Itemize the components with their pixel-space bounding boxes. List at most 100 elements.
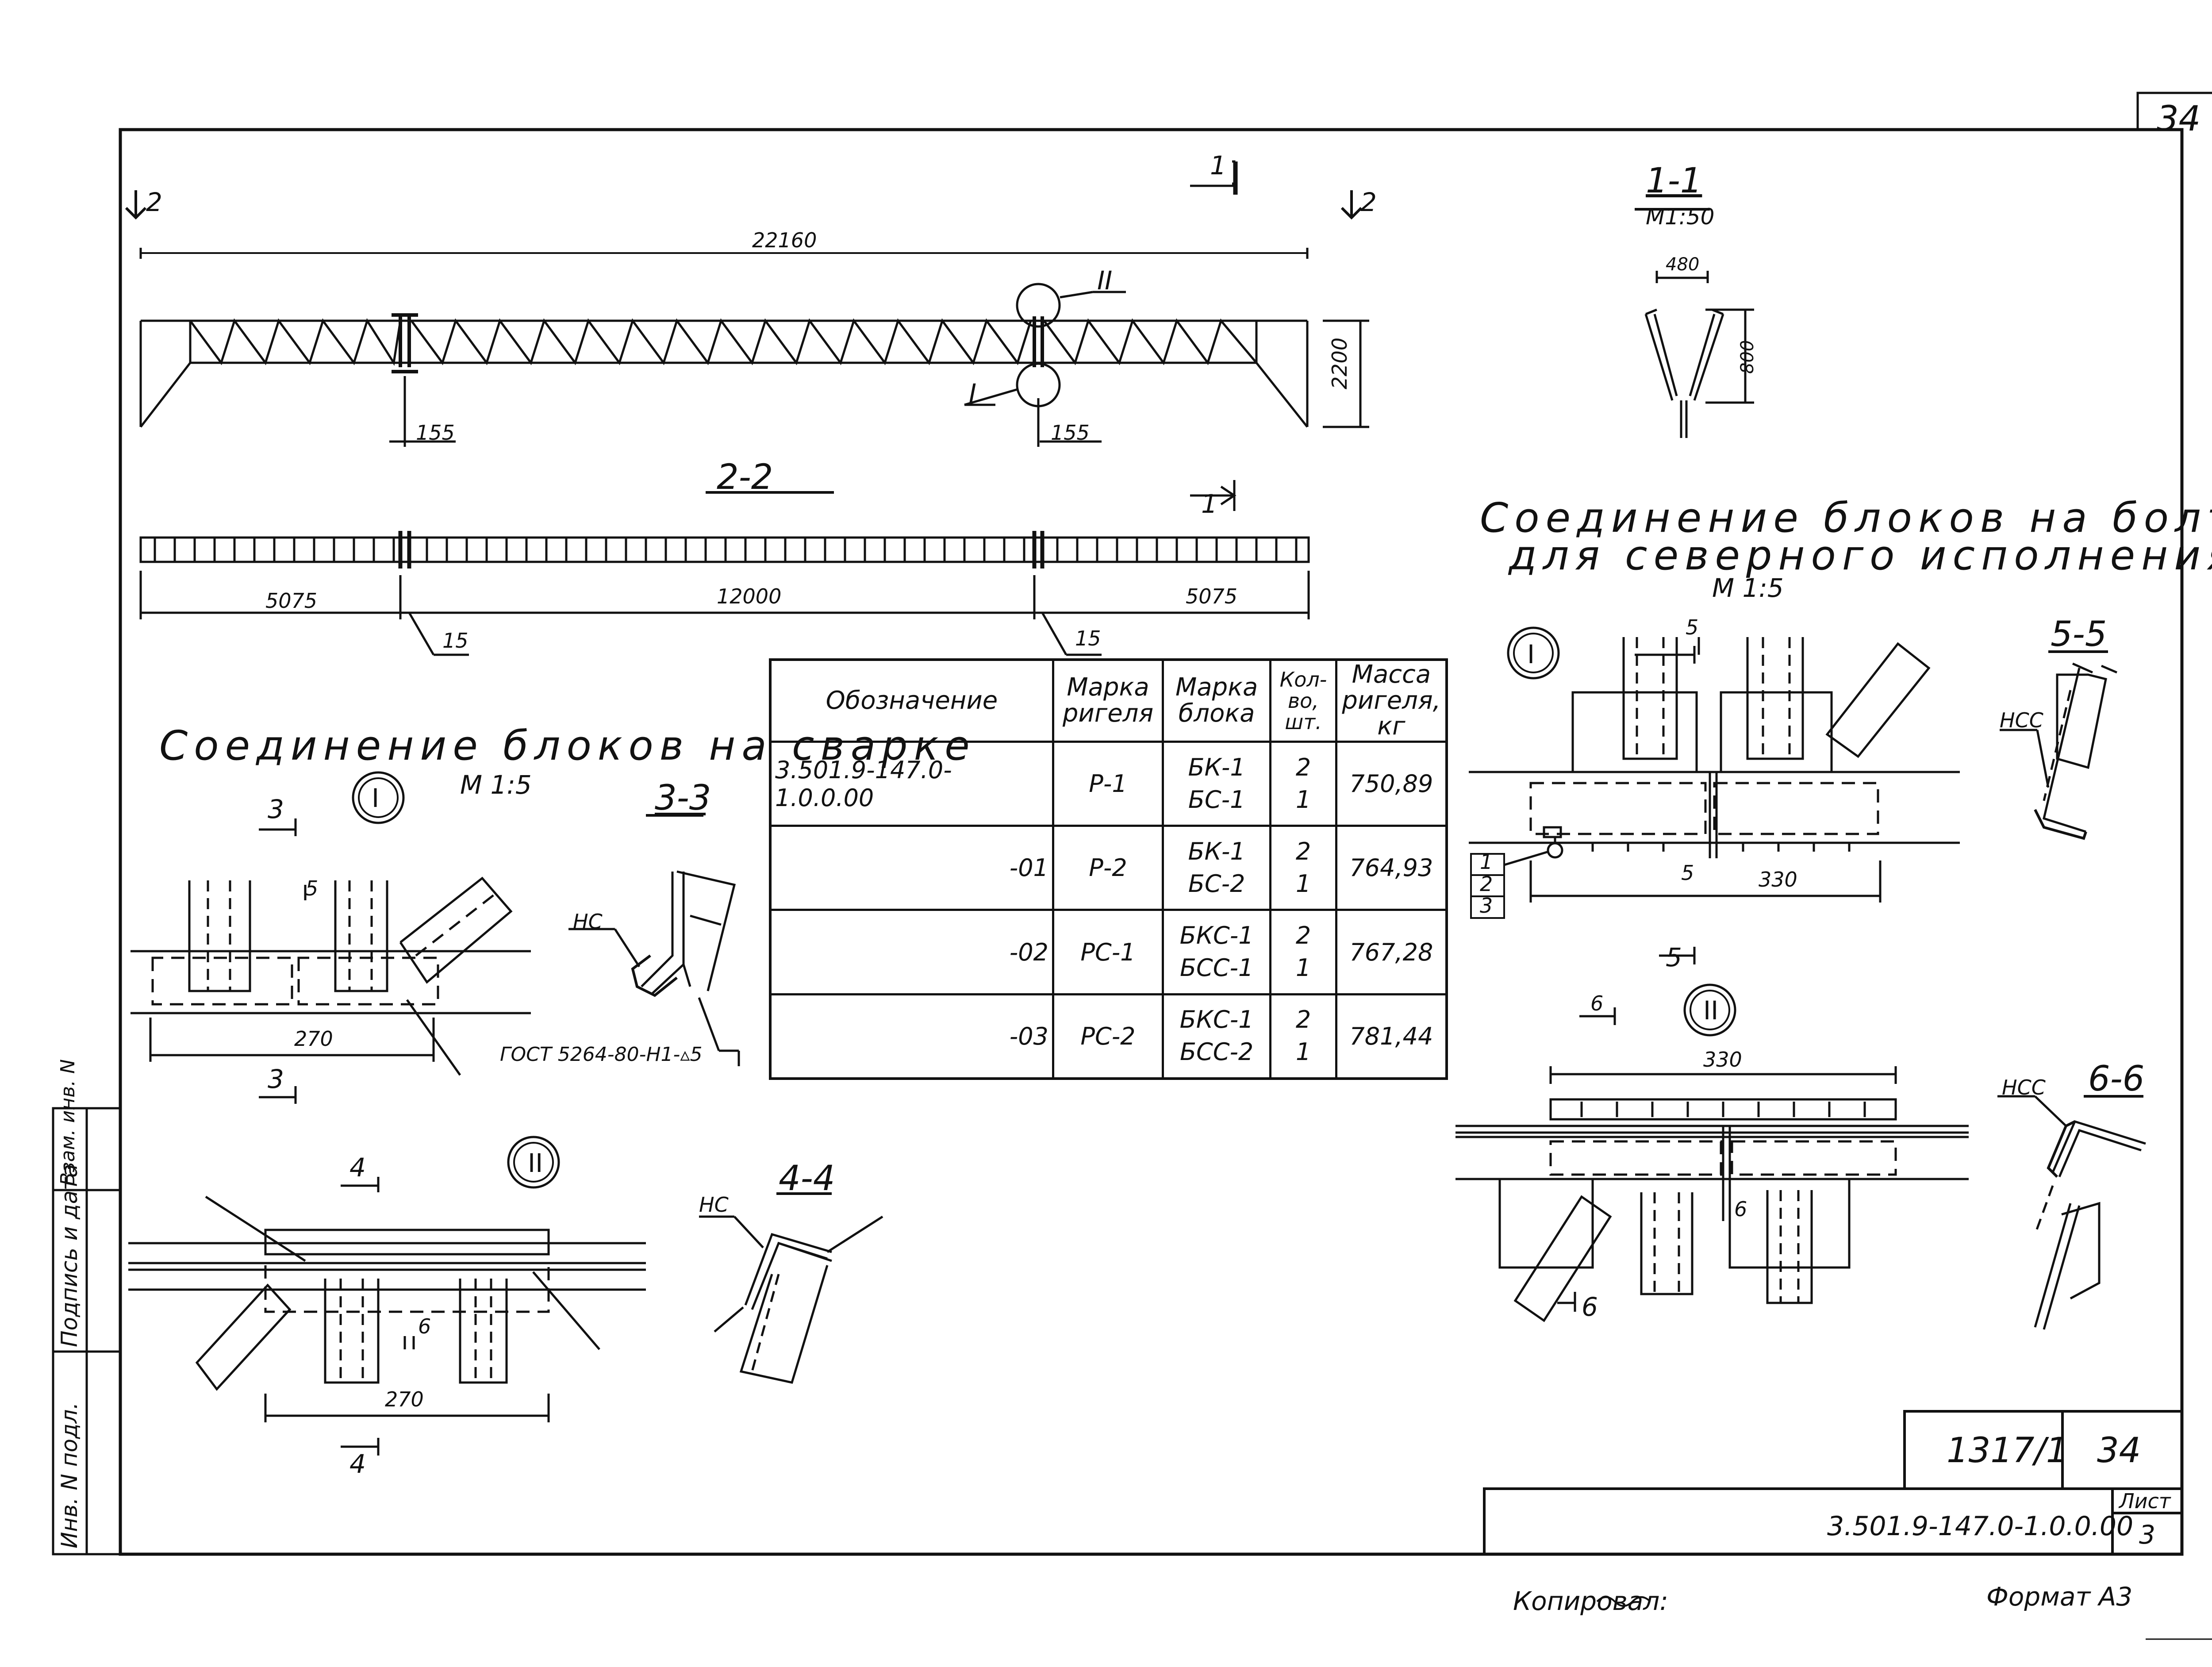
gost-weld-note: ГОСТ 5264-80-Н1-▵5 bbox=[500, 1043, 703, 1066]
row-designation: 3.501.9-147.0-1.0.0.00 bbox=[769, 740, 1054, 827]
section-2-2-drawing bbox=[139, 480, 1310, 656]
welded-gap-6: 6 bbox=[418, 1314, 431, 1338]
bolted-length-2: 330 bbox=[1703, 1048, 1742, 1072]
section-6-6-weld: НСС bbox=[2002, 1075, 2046, 1099]
callout-1: 1 bbox=[1480, 850, 1493, 874]
sheet-number: 3 bbox=[2139, 1520, 2155, 1550]
section-mark-2-right: 2 bbox=[1360, 187, 1377, 217]
section-4-4-drawing bbox=[699, 1192, 883, 1384]
span-dim-left: 5075 bbox=[265, 589, 318, 613]
stamp-inv-original: Инв. N подл. bbox=[57, 1402, 82, 1548]
welded-mark-3-top: 3 bbox=[268, 794, 284, 824]
section-6-6-title: 6-6 bbox=[2088, 1059, 2145, 1099]
welded-mark-3-bottom: 3 bbox=[268, 1064, 284, 1094]
section-5-5-title: 5-5 bbox=[2051, 615, 2107, 654]
row-mass: 750,89 bbox=[1335, 740, 1448, 827]
offset-dim-right: 155 bbox=[1051, 421, 1090, 445]
callout-2: 2 bbox=[1480, 872, 1493, 896]
bolted-length-1: 330 bbox=[1759, 868, 1797, 891]
welded-scale: М 1:5 bbox=[460, 770, 532, 800]
section-2-2-mark: 1 bbox=[1201, 489, 1217, 519]
welded-node-2-label: II bbox=[528, 1148, 543, 1178]
section-1-1-width: 480 bbox=[1666, 254, 1700, 275]
welded-node-1-label: I bbox=[372, 783, 380, 813]
page-number-box bbox=[2136, 92, 2212, 130]
col-mass: Масса ригеля, кг bbox=[1335, 658, 1448, 743]
section-6-6-drawing bbox=[1997, 1095, 2146, 1330]
section-4-4-title: 4-4 bbox=[779, 1159, 835, 1198]
bolted-title-line1: Соединение блоков на болтах bbox=[1480, 494, 2212, 542]
overall-length-dim: 22160 bbox=[752, 228, 817, 252]
truss-height-dim: 2200 bbox=[1328, 337, 1352, 389]
welded-gap-5: 5 bbox=[305, 876, 319, 900]
row-mass: 764,93 bbox=[1335, 825, 1448, 911]
stamp-signature-date: Подпись и дата bbox=[57, 1164, 82, 1347]
bolted-node-1-label: I bbox=[1527, 639, 1535, 669]
bolted-node-2-drawing bbox=[1455, 983, 1969, 1322]
section-mark-1-top: 1 bbox=[1210, 150, 1226, 181]
bolted-mark-5-bottom: 5 bbox=[1666, 942, 1682, 972]
bolted-gap-6: 6 bbox=[1734, 1197, 1747, 1221]
format-label: Формат А3 bbox=[1986, 1582, 2133, 1612]
gap-dim-left: 15 bbox=[442, 629, 469, 653]
row-rigel: РС-2 bbox=[1052, 993, 1164, 1080]
album-sheet: 34 bbox=[2097, 1431, 2141, 1471]
row-rigel: Р-2 bbox=[1052, 825, 1164, 911]
node-callout-upper: II bbox=[1097, 265, 1113, 296]
section-1-1-drawing bbox=[1635, 208, 1754, 438]
welded-mark-4-top: 4 bbox=[349, 1152, 366, 1183]
bolted-mark-6-bottom: 6 bbox=[1582, 1292, 1598, 1322]
specification-table: Обозначение Марка ригеля Марка блока Кол… bbox=[769, 658, 1448, 1080]
col-designation: Обозначение bbox=[769, 658, 1054, 743]
welded-mark-4-bottom: 4 bbox=[349, 1449, 366, 1479]
row-rigel: Р-1 bbox=[1052, 740, 1164, 827]
bolted-node-1-drawing bbox=[1469, 626, 1960, 964]
section-mark-2-left: 2 bbox=[146, 187, 162, 217]
section-3-3-weld: НС bbox=[573, 910, 603, 933]
page-number: 34 bbox=[2157, 99, 2201, 139]
section-1-1-height: 800 bbox=[1737, 340, 1758, 374]
bolted-gap-5: 5 bbox=[1681, 861, 1694, 885]
row-rigel: РС-1 bbox=[1052, 909, 1164, 995]
col-block-mark: Марка блока bbox=[1162, 658, 1272, 743]
copier-signature bbox=[1596, 1596, 1651, 1607]
welded-length-2: 270 bbox=[385, 1387, 424, 1411]
offset-dim-left: 155 bbox=[416, 421, 455, 445]
sheet-frame bbox=[119, 128, 2184, 1556]
section-3-3-drawing bbox=[568, 814, 740, 1066]
side-stamp-box bbox=[52, 1107, 122, 1556]
callout-3: 3 bbox=[1480, 894, 1493, 918]
section-1-1-title: 1-1 bbox=[1646, 161, 1702, 201]
section-1-1-scale: М1:50 bbox=[1646, 204, 1715, 230]
stamp-replaced-inv: Взам. инв. N bbox=[57, 1059, 79, 1186]
span-dim-right: 5075 bbox=[1186, 584, 1238, 608]
section-5-5-weld: НСС bbox=[2000, 708, 2043, 732]
welded-node-2-drawing bbox=[128, 1136, 646, 1456]
truss-elevation bbox=[125, 160, 1369, 447]
col-rigel-mark: Марка ригеля bbox=[1052, 658, 1164, 743]
row-designation: -01 bbox=[769, 825, 1054, 911]
bolted-mark-6-top: 6 bbox=[1590, 991, 1604, 1015]
welded-length-1: 270 bbox=[294, 1027, 333, 1051]
gap-dim-right: 15 bbox=[1075, 626, 1101, 650]
row-mass: 781,44 bbox=[1335, 993, 1448, 1080]
album-number: 1317/1 bbox=[1947, 1431, 2068, 1471]
bolted-node-2-label: II bbox=[1703, 995, 1719, 1026]
span-dim-middle: 12000 bbox=[717, 584, 782, 608]
node-callout-lower: I bbox=[969, 378, 977, 408]
sheet-label: Лист bbox=[2119, 1489, 2171, 1513]
bolted-scale: М 1:5 bbox=[1712, 573, 1784, 603]
section-3-3-title: 3-3 bbox=[655, 778, 711, 818]
